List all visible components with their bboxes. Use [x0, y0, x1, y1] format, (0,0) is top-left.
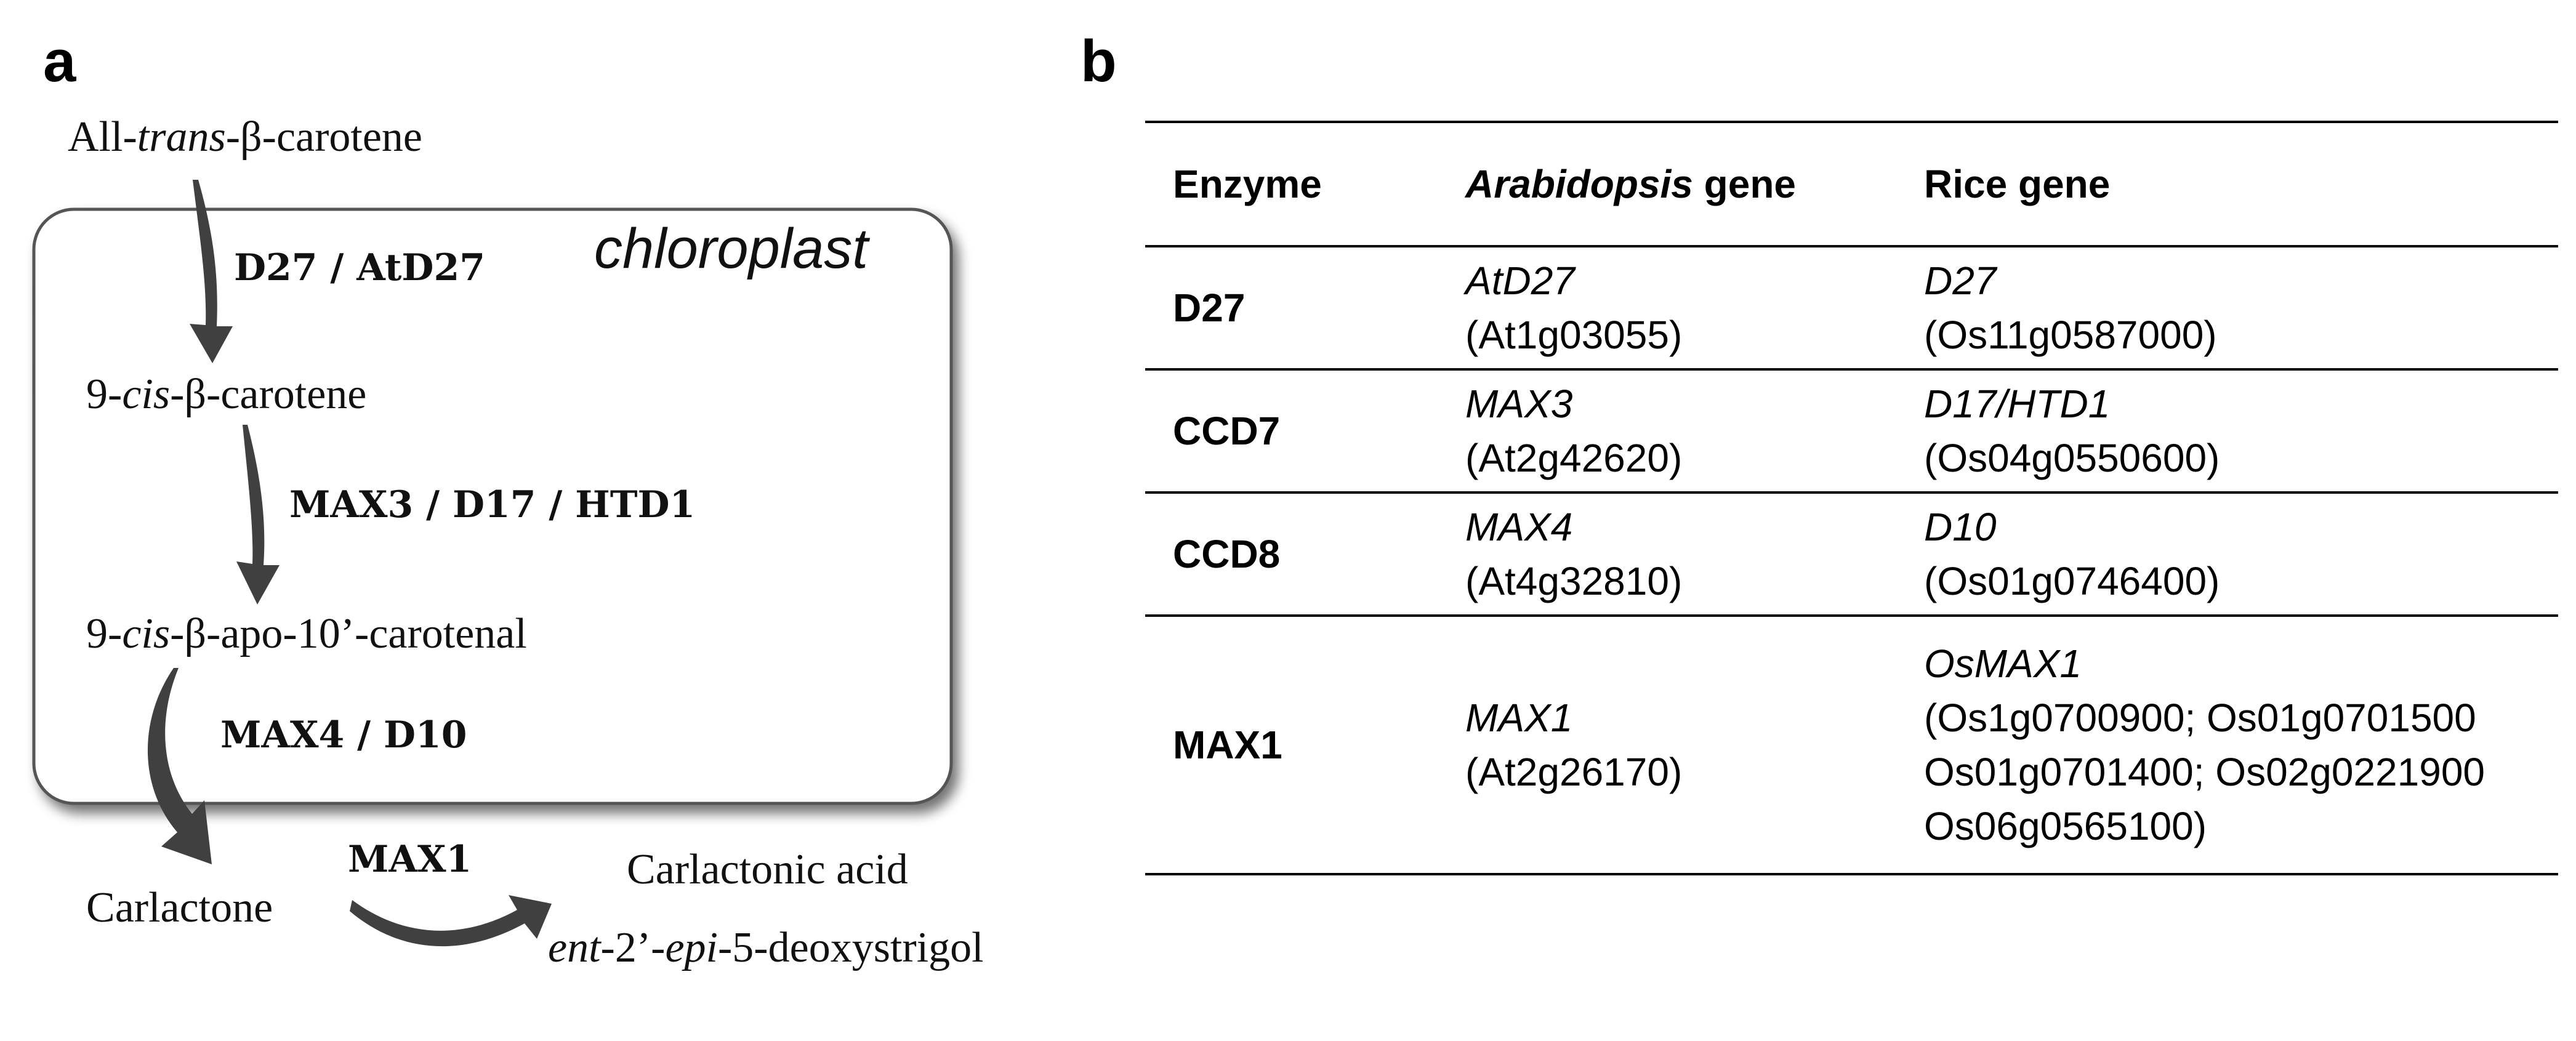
cell-arabidopsis-gene: MAX4 (At4g32810) — [1438, 492, 1896, 617]
cell-arabidopsis-gene: MAX3 (At2g42620) — [1438, 369, 1896, 494]
table-header-row: Enzyme Arabidopsis gene Rice gene — [1145, 121, 2558, 247]
chloroplast-label: chloroplast — [594, 217, 868, 280]
rice-gene-locus-line: (Os04g0550600) — [1924, 436, 2220, 480]
cell-enzyme: CCD8 — [1145, 492, 1438, 617]
arabidopsis-gene-name: MAX3 — [1465, 382, 1573, 426]
enzyme-label-step3: MAX4 / D10 — [220, 713, 467, 757]
arrow-step2 — [236, 425, 280, 605]
enzyme-label-step4: MAX1 — [348, 838, 472, 881]
rice-gene-locus-line: Os06g0565100) — [1924, 804, 2207, 848]
cell-rice-gene: D10 (Os01g0746400) — [1896, 492, 2558, 617]
cell-arabidopsis-gene: AtD27 (At1g03055) — [1438, 246, 1896, 371]
arabidopsis-gene-locus: (At4g32810) — [1465, 559, 1683, 603]
arabidopsis-gene-locus: (At1g03055) — [1465, 313, 1683, 357]
panel-b-label: b — [1081, 28, 1117, 94]
rice-gene-locus-line: (Os11g0587000) — [1924, 313, 2217, 357]
node-carlactonic-acid: Carlactonic acid — [627, 846, 908, 893]
arabidopsis-gene-name: MAX1 — [1465, 696, 1573, 740]
rice-gene-name: D10 — [1924, 505, 1997, 549]
rice-gene-name: D27 — [1924, 259, 1997, 303]
rice-gene-locus-line: (Os1g0700900; Os01g0701500 — [1924, 696, 2476, 740]
enzyme-label-step2: MAX3 / D17 / HTD1 — [289, 483, 696, 526]
node-carlactone: Carlactone — [86, 884, 273, 931]
node-ent-2-epi-5-deoxystrigol: ent-2’-epi-5-deoxystrigol — [548, 924, 984, 971]
rice-gene-locus-line: (Os01g0746400) — [1924, 559, 2220, 603]
rice-gene-name: OsMAX1 — [1924, 641, 2082, 686]
cell-arabidopsis-gene: MAX1 (At2g26170) — [1438, 616, 1896, 875]
arrow-step3 — [147, 668, 212, 864]
chloroplast-box — [32, 207, 953, 805]
arabidopsis-gene-locus: (At2g42620) — [1465, 436, 1683, 480]
panel-a-label: a — [43, 28, 76, 94]
cell-enzyme: D27 — [1145, 246, 1438, 371]
cell-enzyme: MAX1 — [1145, 616, 1438, 875]
rice-gene-name: D17/HTD1 — [1924, 382, 2111, 426]
arrow-step1 — [190, 180, 233, 363]
header-rice-gene: Rice gene — [1896, 121, 2558, 247]
arabidopsis-gene-name: MAX4 — [1465, 505, 1573, 549]
header-arabidopsis-gene: Arabidopsis gene — [1438, 121, 1896, 247]
node-all-trans-beta-carotene: All-trans-β-carotene — [68, 113, 422, 161]
cell-enzyme: CCD7 — [1145, 369, 1438, 494]
cell-rice-gene: D17/HTD1 (Os04g0550600) — [1896, 369, 2558, 494]
arabidopsis-gene-name: AtD27 — [1465, 259, 1575, 303]
enzyme-label-step1: D27 / AtD27 — [234, 246, 485, 289]
header-enzyme: Enzyme — [1145, 121, 1438, 247]
pathway-diagram — [32, 180, 953, 947]
table-row: CCD7 MAX3 (At2g42620) D17/HTD1 (Os04g0550600… — [1145, 369, 2558, 494]
arabidopsis-gene-locus: (At2g26170) — [1465, 750, 1683, 794]
table-row: MAX1 MAX1 (At2g26170) OsMAX1 (Os1g0700900; O… — [1145, 616, 2558, 875]
table-row: D27 AtD27 (At1g03055) D27 (Os11g0587000) — [1145, 246, 2558, 371]
node-9-cis-beta-carotene: 9-cis-β-carotene — [86, 371, 367, 418]
cell-rice-gene: D27 (Os11g0587000) — [1896, 246, 2558, 371]
arrow-step4 — [350, 895, 552, 947]
table-row: CCD8 MAX4 (At4g32810) D10 (Os01g0746400) — [1145, 492, 2558, 617]
rice-gene-locus-line: Os01g0701400; Os02g0221900 — [1924, 750, 2485, 794]
node-9-cis-beta-apo-carotenal: 9-cis-β-apo-10’-carotenal — [86, 610, 527, 657]
